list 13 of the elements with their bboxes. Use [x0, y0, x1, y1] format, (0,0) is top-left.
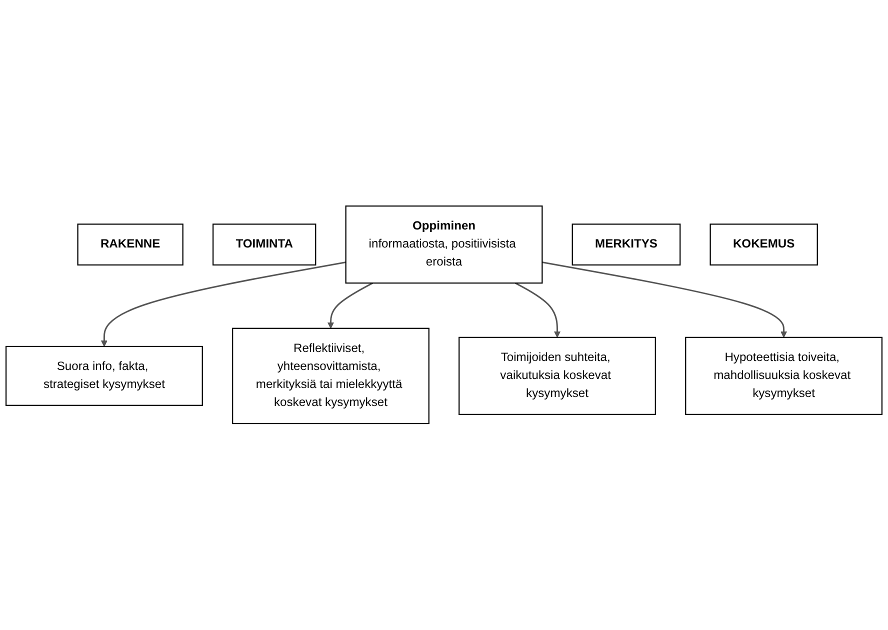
arrow	[542, 262, 788, 338]
arrow	[100, 262, 346, 347]
node-box: Toimijoiden suhteita, vaikutuksia koskevat kysymykset	[458, 337, 656, 416]
node-box: MERKITYS	[572, 224, 681, 266]
node-box: Suora info, fakta, strategiset kysymykset	[5, 346, 203, 406]
node-box: KOKEMUS	[710, 224, 818, 266]
arrow	[327, 282, 374, 329]
node-box: Hypoteettisia toiveita, mahdollisuuksia koskevat kysymykset	[685, 337, 883, 416]
node-box: TOIMINTA	[212, 224, 316, 266]
node-box: Oppiminen informaatiosta, positiivisista eroista	[345, 206, 543, 284]
node-box: Reflektiiviset, yhteensovittamista, merkityksiä tai mielekkyyttä koskevat kysymykset	[232, 328, 430, 424]
node-box: RAKENNE	[77, 224, 184, 266]
arrow	[514, 282, 561, 338]
